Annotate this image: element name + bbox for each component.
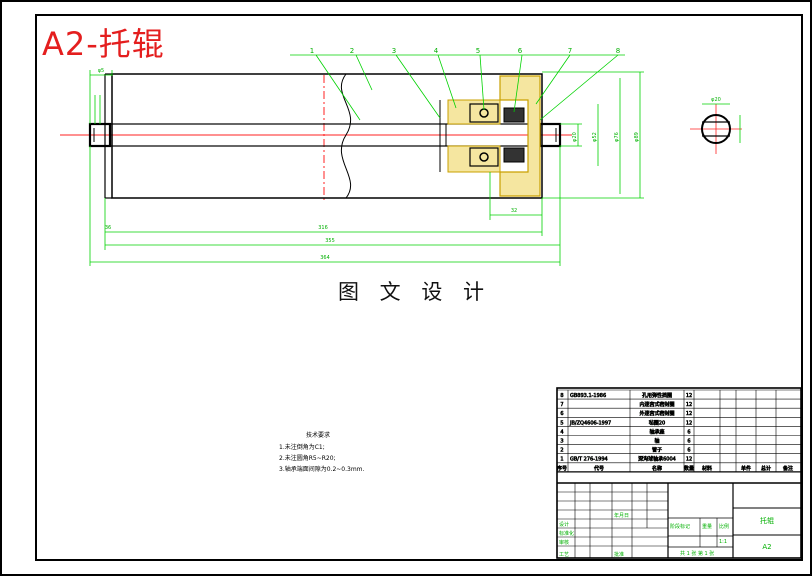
parts-row-no: 7 — [560, 402, 563, 408]
balloon-7: 7 — [568, 47, 572, 55]
break-line — [340, 73, 352, 199]
dim-end-view: φ20 — [711, 97, 721, 103]
parts-header-code: 代号 — [594, 465, 604, 472]
balloon-2: 2 — [350, 47, 354, 55]
parts-header-material: 材料 — [702, 465, 712, 472]
parts-row-name: 孔用弹性挡圈 — [642, 392, 672, 399]
note-3: 3.轴承端面间隙为0.2~0.3mm. — [279, 465, 365, 473]
dim-end-face: 32 — [511, 208, 517, 214]
roller-section-view: 1 2 3 4 5 6 7 8 — [60, 47, 644, 266]
process-label: 工艺 — [559, 552, 569, 558]
check-label: 审核 — [559, 539, 569, 546]
dimension-labels: φ5 32 316 355 364 φ20 φ52 φ76 φ89 36 — [98, 68, 640, 261]
parts-row-no: 6 — [560, 411, 563, 417]
parts-row-qty: 12 — [686, 402, 692, 408]
weight-label: 重量 — [702, 523, 712, 530]
parts-row-qty: 6 — [687, 429, 690, 435]
parts-header-name: 名称 — [652, 465, 662, 472]
bearing-upper — [469, 103, 499, 123]
parts-row-name: 内迷宫式密封圈 — [639, 401, 674, 408]
design-label: 设计 — [559, 521, 569, 528]
scale-label: 比例 — [719, 523, 729, 530]
parts-row-qty: 6 — [687, 439, 690, 445]
parts-row-no: 4 — [560, 429, 563, 435]
inner-frame — [35, 14, 803, 561]
parts-row-no: 2 — [560, 448, 563, 454]
parts-row-no: 8 — [560, 393, 563, 399]
balloon-4: 4 — [434, 47, 439, 55]
bearing-seat-lower — [447, 145, 501, 173]
dim-total-length: 364 — [320, 255, 330, 261]
bearing-seat-upper — [447, 99, 501, 125]
parts-row-name: 外迷宫式密封圈 — [639, 410, 674, 417]
caption-text: 图 文 设 计 — [338, 280, 492, 304]
dim-outer-dia: φ89 — [634, 132, 640, 142]
balloon-leaders — [290, 54, 625, 121]
scale-value: 1:1 — [719, 539, 727, 545]
balloon-6: 6 — [518, 47, 523, 55]
title-block-text: 托辊 A2 阶段标记 重量 比例 1:1 共 1 张 第 1 张 设计 标准化 … — [559, 512, 774, 558]
parts-row-qty: 6 — [687, 448, 690, 454]
dim-shaft-dia: φ20 — [572, 132, 578, 142]
parts-row-no: 1 — [560, 457, 563, 463]
parts-row-qty: 12 — [686, 411, 692, 417]
parts-row-no: 3 — [560, 439, 563, 445]
dim-cap-length: 36 — [105, 225, 111, 231]
parts-row-qty: 12 — [686, 457, 692, 463]
approve-label: 批准 — [614, 551, 624, 558]
parts-row-name: 毡圈20 — [649, 419, 665, 426]
dim-body-dia: φ76 — [614, 132, 620, 142]
note-1: 1.未注倒角为C1; — [279, 443, 325, 451]
sheet-count: 共 1 张 第 1 张 — [680, 550, 714, 557]
balloon-1: 1 — [310, 47, 314, 55]
balloon-8: 8 — [616, 47, 620, 55]
parts-row-no: 5 — [560, 420, 563, 426]
parts-header-unit: 单件 — [741, 465, 751, 472]
part-balloons: 1 2 3 4 5 6 7 8 — [310, 47, 620, 55]
parts-row-qty: 12 — [686, 393, 692, 399]
dim-body-length: 316 — [318, 225, 328, 231]
dim-left-offset: φ5 — [98, 68, 104, 74]
note-2: 2.未注圆角R5~R20; — [279, 454, 336, 462]
part-name: 托辊 — [760, 516, 774, 525]
tube-outline — [111, 73, 543, 199]
balloon-5: 5 — [476, 47, 480, 55]
standard-label: 标准化 — [559, 530, 574, 537]
parts-row-name: 管子 — [652, 447, 662, 454]
bearing-lower — [469, 147, 499, 167]
parts-row-code: GB893.1-1986 — [570, 393, 606, 399]
dim-bearing-dia: φ52 — [592, 132, 598, 142]
parts-row-qty: 12 — [686, 420, 692, 426]
date-label: 年月日 — [614, 512, 629, 519]
parts-row-name: 轴承座 — [649, 428, 664, 435]
dimension-lines — [89, 70, 644, 266]
technical-notes: 技术要求 1.未注倒角为C1; 2.未注圆角R5~R20; 3.轴承端面间隙为0… — [279, 431, 365, 473]
parts-header-qty: 数量 — [684, 465, 694, 472]
end-cap-hatch — [499, 75, 541, 197]
end-view-circle — [701, 114, 731, 144]
sheet-size: A2 — [762, 543, 771, 551]
notes-title: 技术要求 — [306, 431, 330, 439]
seal-upper — [503, 107, 525, 123]
parts-header-total: 总计 — [761, 465, 771, 472]
parts-row-name: 轴 — [654, 438, 659, 445]
balloon-3: 3 — [392, 47, 396, 55]
seal-lower — [503, 147, 525, 163]
stage-label: 阶段标记 — [670, 523, 690, 530]
shaft-end-view: φ20 — [690, 97, 742, 154]
dim-overall-length: 355 — [325, 238, 335, 244]
parts-row-name: 深沟球轴承6004 — [638, 456, 676, 463]
drawing-title: A2-托辊 — [42, 25, 165, 63]
parts-row-code: JB/ZQ4606-1997 — [569, 420, 611, 426]
parts-row-code: GB/T 276-1994 — [570, 457, 608, 463]
parts-header-no: 序号 — [557, 465, 567, 472]
parts-header-remark: 备注 — [783, 465, 793, 472]
